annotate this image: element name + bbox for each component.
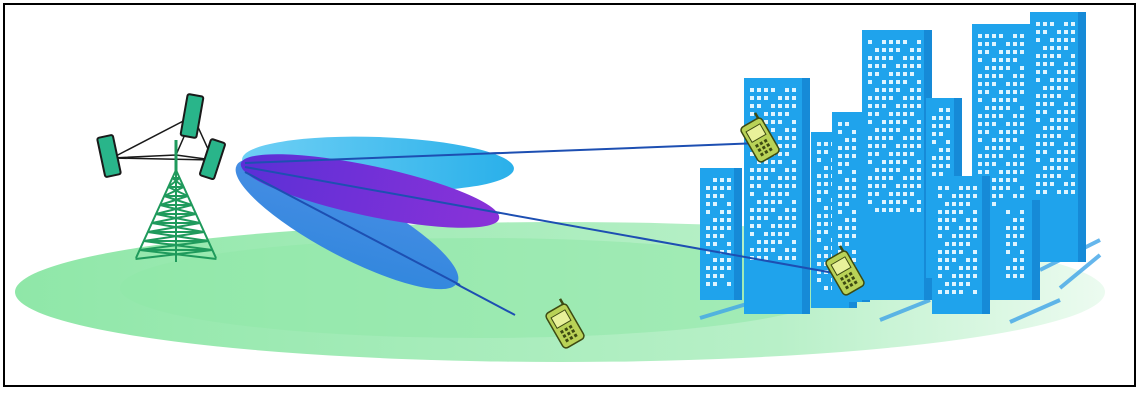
building bbox=[862, 30, 932, 300]
cell-tower-icon bbox=[112, 116, 216, 262]
city-buildings bbox=[700, 12, 1086, 314]
antenna-panels bbox=[97, 94, 225, 180]
antenna-panel-left bbox=[97, 135, 121, 177]
building bbox=[744, 78, 810, 314]
building bbox=[700, 168, 742, 300]
building bbox=[932, 176, 990, 314]
building bbox=[1000, 200, 1040, 296]
